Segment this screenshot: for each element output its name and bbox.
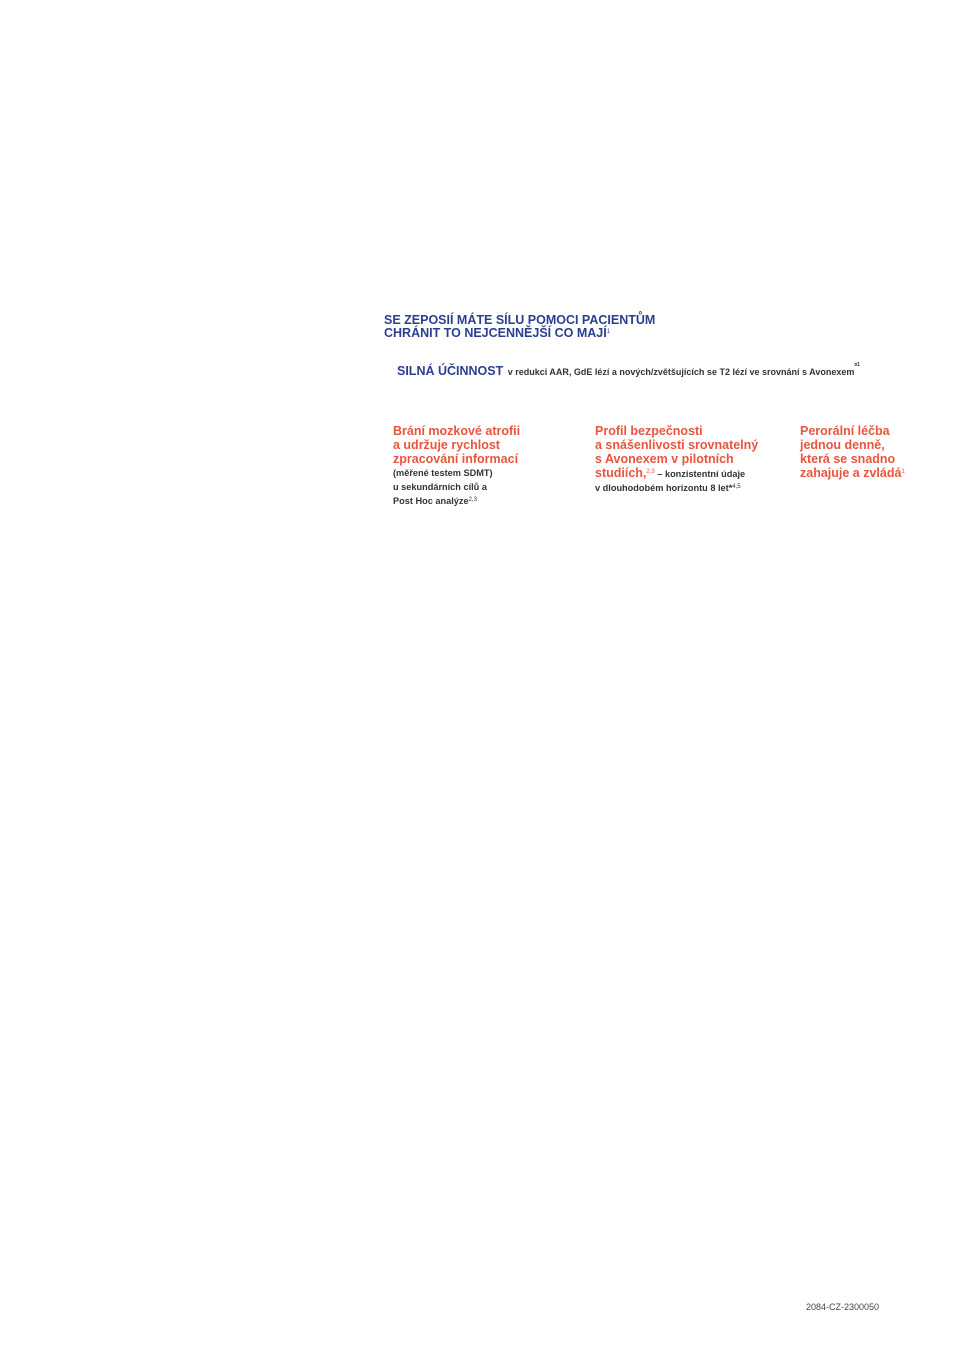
feature-2-title-reference: 2,3 — [646, 469, 655, 475]
feature-1-detail: (měřené testem SDMT) u sekundárních cílů… — [393, 468, 493, 506]
feature-2-detail: v dlouhodobém horizontu 8 let*4,5 — [595, 483, 741, 493]
efficacy-title: SILNÁ ÚČINNOST — [397, 364, 504, 378]
feature-safety-profile: Profil bezpečnosti a snášenlivosti srovn… — [595, 424, 758, 495]
headline-reference: 1 — [606, 329, 611, 335]
feature-3-title: Perorální léčba jednou denně, která se s… — [800, 424, 905, 480]
headline-line-2: CHRÁNIT TO NEJCENNĚJŠÍ CO MAJÍ — [384, 326, 607, 340]
headline-line-1: SE ZEPOSIÍ MÁTE SÍLU POMOCI PACIENTŮM — [384, 313, 656, 327]
feature-oral-therapy: Perorální léčba jednou denně, která se s… — [800, 424, 905, 480]
efficacy-text: v redukci AAR, GdE lézí a nových/zvětšuj… — [507, 367, 855, 377]
feature-brain-atrophy: Brání mozkové atrofii a udržuje rychlost… — [393, 424, 520, 508]
document-code: 2084-CZ-2300050 — [806, 1302, 880, 1312]
headline: SE ZEPOSIÍ MÁTE SÍLU POMOCI PACIENTŮM CH… — [384, 314, 655, 340]
feature-1-title: Brání mozkové atrofii a udržuje rychlost… — [393, 424, 521, 466]
feature-2-inline-detail: – konzistentní údaje — [654, 469, 746, 479]
feature-1-reference: 2,3 — [468, 497, 477, 503]
feature-2-detail-reference: 4,5 — [732, 484, 741, 490]
efficacy-reference: ¤1 — [854, 362, 860, 368]
feature-2-title: Profil bezpečnosti a snášenlivosti srovn… — [595, 424, 759, 480]
feature-3-reference: 1 — [901, 469, 905, 475]
efficacy-statement: SILNÁ ÚČINNOST v redukci AAR, GdE lézí a… — [397, 362, 860, 380]
